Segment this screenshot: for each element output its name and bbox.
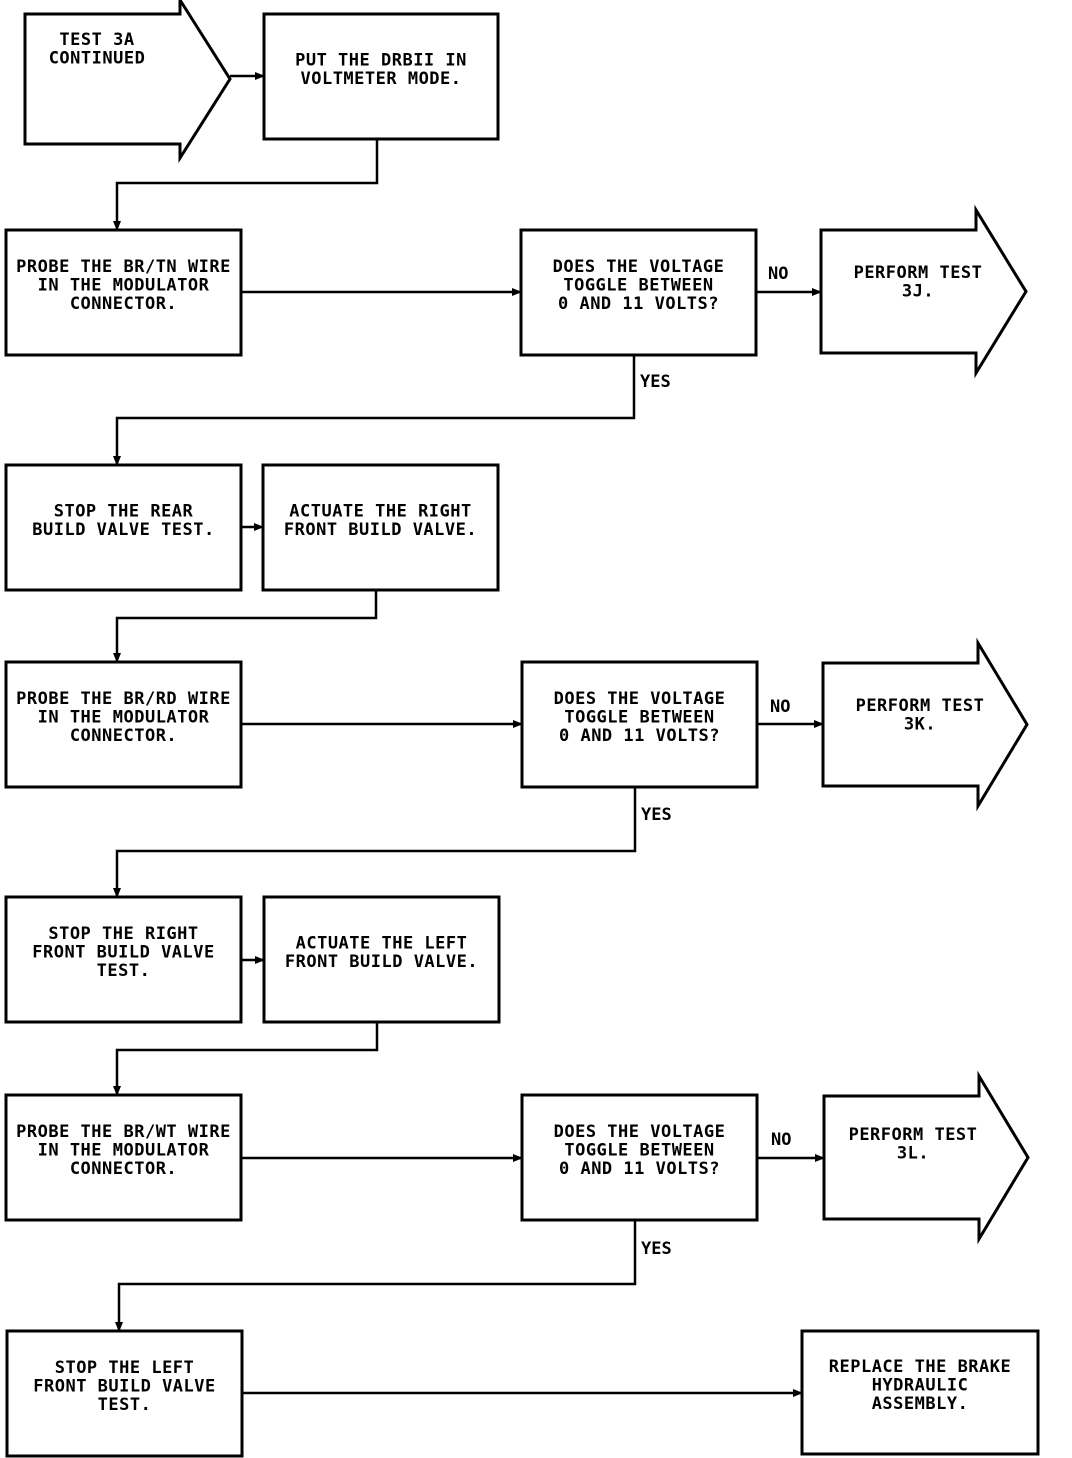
step-stop-left-line-1: STOP THE LEFT bbox=[55, 1358, 195, 1378]
step-actuate-left-line-2: FRONT BUILD VALVE. bbox=[285, 952, 478, 972]
edge-s4-s5 bbox=[113, 590, 378, 663]
decision-voltage-2-line-3: 0 AND 11 VOLTS? bbox=[559, 726, 720, 746]
step-actuate-left-line-1: ACTUATE THE LEFT bbox=[296, 933, 468, 953]
step-probe-br-wt-line-2: IN THE MODULATOR bbox=[38, 1141, 210, 1161]
step-stop-right-line-1: STOP THE RIGHT bbox=[48, 924, 198, 944]
edge-labels: NO YES NO YES NO YES bbox=[640, 264, 791, 1259]
label-yes-3: YES bbox=[641, 1239, 672, 1259]
goto-test-3k-line-1: PERFORM TEST bbox=[856, 696, 985, 716]
step-replace-assembly-line-3: ASSEMBLY. bbox=[872, 1394, 969, 1414]
step-probe-br-rd-line-3: CONNECTOR. bbox=[70, 726, 177, 746]
decision-voltage-2-box bbox=[520, 660, 759, 789]
step-stop-right-line-3: TEST. bbox=[97, 961, 151, 981]
goto-test-3l-shape bbox=[822, 1070, 1030, 1245]
start-arrow-line-1: TEST 3A bbox=[59, 30, 134, 50]
step-stop-right-box bbox=[4, 895, 243, 1024]
edge-s7-s8 bbox=[113, 1022, 379, 1096]
edges bbox=[113, 72, 825, 1397]
decision-voltage-3-line-3: 0 AND 11 VOLTS? bbox=[559, 1159, 720, 1179]
step-replace-assembly-line-1: REPLACE THE BRAKE bbox=[829, 1357, 1012, 1377]
label-yes-2: YES bbox=[641, 805, 672, 825]
step-stop-left-box bbox=[5, 1329, 244, 1458]
goto-test-3k-line-2: 3K. bbox=[904, 714, 936, 734]
start-arrow-line-2: CONTINUED bbox=[49, 48, 146, 68]
step-stop-rear-line-2: BUILD VALVE TEST. bbox=[32, 520, 215, 540]
edge-d2-s6 bbox=[113, 787, 637, 898]
label-no-1: NO bbox=[768, 264, 788, 284]
step-voltmeter-mode-box bbox=[262, 12, 500, 141]
step-probe-br-wt-box bbox=[4, 1093, 243, 1222]
step-stop-left-line-3: TEST. bbox=[98, 1395, 152, 1415]
step-replace-assembly-box bbox=[800, 1329, 1040, 1456]
label-no-2: NO bbox=[770, 697, 790, 717]
step-probe-br-tn-line-1: PROBE THE BR/TN WIRE bbox=[16, 257, 231, 277]
label-no-3: NO bbox=[771, 1130, 791, 1150]
step-voltmeter-mode-line-1: PUT THE DRBII IN bbox=[295, 50, 467, 70]
goto-test-3k-shape bbox=[821, 637, 1029, 812]
step-probe-br-rd-line-2: IN THE MODULATOR bbox=[38, 708, 210, 728]
decision-voltage-3-box bbox=[520, 1093, 759, 1222]
goto-test-3j-shape bbox=[819, 204, 1028, 379]
step-probe-br-tn-line-3: CONNECTOR. bbox=[70, 294, 177, 314]
decision-voltage-1-line-3: 0 AND 11 VOLTS? bbox=[558, 294, 719, 314]
step-probe-br-tn-line-2: IN THE MODULATOR bbox=[38, 276, 210, 296]
goto-test-3l-line-1: PERFORM TEST bbox=[849, 1125, 978, 1145]
step-stop-rear-line-1: STOP THE REAR bbox=[54, 501, 194, 521]
decision-voltage-3-line-1: DOES THE VOLTAGE bbox=[554, 1122, 726, 1142]
step-actuate-right-line-1: ACTUATE THE RIGHT bbox=[289, 501, 472, 521]
step-replace-assembly-line-2: HYDRAULIC bbox=[872, 1376, 969, 1396]
label-yes-1: YES bbox=[640, 372, 671, 392]
edge-d3-s9 bbox=[115, 1220, 637, 1332]
step-probe-br-tn-box bbox=[4, 228, 243, 357]
edge-d1-s3 bbox=[113, 355, 636, 466]
decision-voltage-2-line-2: TOGGLE BETWEEN bbox=[564, 708, 714, 728]
step-probe-br-rd-box bbox=[4, 660, 243, 789]
decision-voltage-1-line-2: TOGGLE BETWEEN bbox=[563, 276, 713, 296]
step-stop-left-line-2: FRONT BUILD VALVE bbox=[33, 1377, 216, 1397]
edge-s1-s2 bbox=[113, 139, 379, 231]
goto-test-3l-line-2: 3L. bbox=[897, 1143, 929, 1163]
step-voltmeter-mode-line-2: VOLTMETER MODE. bbox=[300, 69, 461, 89]
goto-test-3j-line-1: PERFORM TEST bbox=[854, 263, 983, 283]
step-actuate-right-box bbox=[261, 463, 500, 592]
decision-voltage-1-line-1: DOES THE VOLTAGE bbox=[553, 257, 725, 277]
decision-voltage-2-line-1: DOES THE VOLTAGE bbox=[554, 689, 726, 709]
start-arrow-shape bbox=[23, 0, 232, 164]
step-stop-rear-box bbox=[4, 463, 243, 592]
step-probe-br-rd-line-1: PROBE THE BR/RD WIRE bbox=[16, 689, 231, 709]
step-stop-right-line-2: FRONT BUILD VALVE bbox=[32, 943, 215, 963]
step-probe-br-wt-line-1: PROBE THE BR/WT WIRE bbox=[16, 1122, 231, 1142]
decision-voltage-3-line-2: TOGGLE BETWEEN bbox=[564, 1141, 714, 1161]
step-actuate-right-line-2: FRONT BUILD VALVE. bbox=[284, 520, 477, 540]
decision-voltage-1-box bbox=[519, 228, 758, 357]
step-probe-br-wt-line-3: CONNECTOR. bbox=[70, 1159, 177, 1179]
step-actuate-left-box bbox=[262, 895, 501, 1024]
goto-test-3j-line-2: 3J. bbox=[902, 281, 934, 301]
